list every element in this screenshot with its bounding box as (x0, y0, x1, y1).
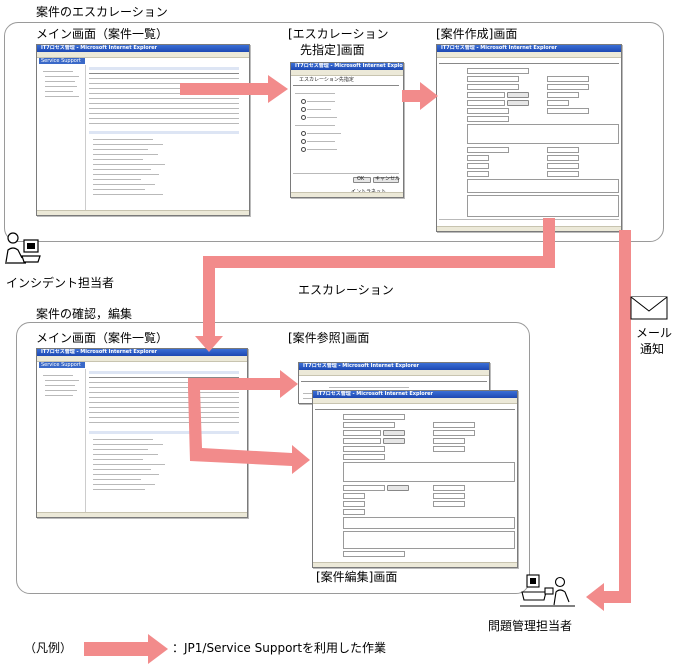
thumb-cancel-button: キャンセル (375, 176, 401, 182)
section-title-review-edit: 案件の確認，編集 (36, 307, 133, 321)
legend-description: ：JP1/Service Supportを利用した作業 (172, 641, 387, 655)
legend-arrow-icon (84, 634, 168, 664)
person-at-pc-icon (5, 232, 41, 264)
thumb-ref-window-title: IT7ロセス管理 - Microsoft Internet Explorer (303, 363, 420, 369)
thumb-window-title: IT7ロセス管理 - Microsoft Internet Explorer (41, 45, 158, 51)
screen-label-escalation-dest-2: 先指定]画面 (300, 43, 365, 57)
thumb-dialog-title: エスカレーション先指定 (299, 77, 354, 83)
screen-label-escalation-dest-1: [エスカレーション (288, 27, 389, 41)
thumb-ok-button: OK (357, 176, 365, 182)
thumb-main-list-bottom: IT7ロセス管理 - Microsoft Internet Explorer S… (36, 348, 248, 518)
screen-label-main-list-top: メイン画面（案件一覧） (36, 27, 169, 41)
thumb-case-create: IT7ロセス管理 - Microsoft Internet Explorer (436, 44, 622, 232)
thumb-escalation-dest-dialog: IT7ロセス管理 - Microsoft Internet Explorer エ… (290, 62, 404, 198)
legend-prefix: （凡例） (24, 641, 73, 655)
thumb-brand-b: Service Support (41, 362, 81, 368)
arrow-to-case-edit (188, 388, 310, 474)
thumb-dialog-window-title: IT7ロセス管理 - Microsoft Internet Explorer (295, 63, 404, 69)
arrow-to-escalation-dest (180, 75, 288, 103)
thumb-brand: Service Support (41, 58, 81, 64)
persons-at-pc-icon (520, 574, 575, 607)
envelope-icon (630, 296, 668, 320)
thumb-create-window-title: IT7ロセス管理 - Microsoft Internet Explorer (441, 45, 558, 51)
actor-label-problem: 問題管理担当者 (488, 619, 573, 633)
flow-label-escalation: エスカレーション (298, 283, 394, 297)
section-title-escalation: 案件のエスカレーション (36, 5, 168, 19)
screen-label-case-reference: [案件参照]画面 (288, 331, 370, 345)
arrow-to-case-reference (188, 370, 298, 398)
actor-label-incident: インシデント担当者 (6, 276, 115, 290)
thumb-main-list-top: IT7ロセス管理 - Microsoft Internet Explorer S… (36, 44, 250, 216)
thumb-case-edit: IT7ロセス管理 - Microsoft Internet Explorer (312, 390, 518, 568)
thumb-edit-window-title: IT7ロセス管理 - Microsoft Internet Explorer (317, 391, 434, 397)
arrow-to-case-create (402, 82, 438, 110)
mail-notice-label-2: 通知 (640, 342, 665, 356)
arrow-mail-notice (586, 230, 631, 611)
mail-notice-label-1: メール (636, 326, 673, 340)
screen-label-main-list-bottom: メイン画面（案件一覧） (36, 331, 169, 345)
arrow-escalation-down (195, 218, 555, 352)
screen-label-case-edit: [案件編集]画面 (316, 570, 398, 584)
screen-label-case-create: [案件作成]画面 (436, 27, 518, 41)
thumb-window-title-b: IT7ロセス管理 - Microsoft Internet Explorer (41, 349, 158, 355)
